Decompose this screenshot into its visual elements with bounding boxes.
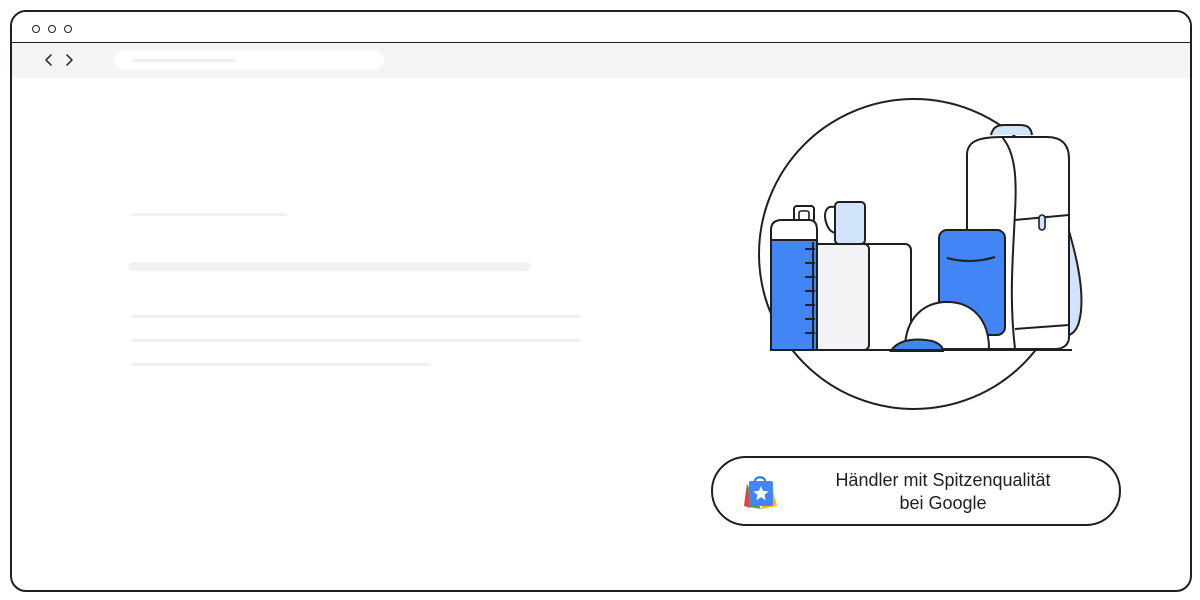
shopping-products-illustration (758, 98, 1083, 410)
window-control-dot[interactable] (64, 25, 72, 33)
address-bar[interactable] (114, 51, 384, 69)
cap-icon (889, 300, 991, 352)
skeleton-line-body (131, 339, 581, 342)
back-button[interactable] (40, 49, 58, 71)
badge-label: Händler mit Spitzenqualität bei Google (803, 469, 1083, 515)
skeleton-line-heading (128, 262, 531, 271)
shopping-bag-star-icon (744, 476, 777, 509)
skeleton-line-body (131, 363, 431, 366)
skeleton-line-body (131, 315, 581, 318)
skeleton-line-title (131, 213, 287, 216)
badge-line-1: Händler mit Spitzenqualität (835, 470, 1051, 490)
window-control-dot[interactable] (32, 25, 40, 33)
forward-button[interactable] (60, 49, 78, 71)
chevron-right-icon (66, 54, 73, 66)
mug-icon (824, 201, 866, 245)
address-placeholder-line (132, 59, 236, 62)
badge-line-2: bei Google (899, 493, 987, 513)
box-icon (812, 243, 912, 351)
browser-window: Händler mit Spitzenqualität bei Google (10, 10, 1192, 592)
top-quality-store-badge[interactable]: Händler mit Spitzenqualität bei Google (711, 456, 1121, 526)
chevron-left-icon (45, 54, 52, 66)
navigation-bar (12, 43, 1190, 78)
title-bar (12, 12, 1190, 43)
backpack-icon (938, 124, 1070, 350)
water-bottle-icon (770, 205, 818, 351)
window-control-dot[interactable] (48, 25, 56, 33)
